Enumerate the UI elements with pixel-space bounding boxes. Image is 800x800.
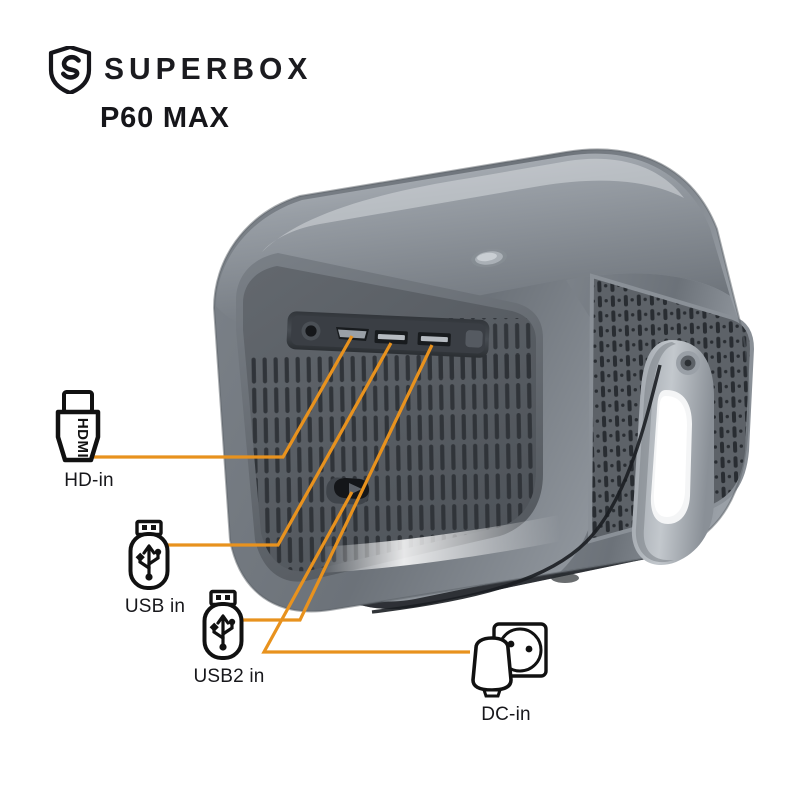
svg-text:HDMI: HDMI [74, 418, 91, 458]
usb-port-2 [417, 332, 451, 347]
callout-usb-in[interactable]: USB in [100, 518, 210, 618]
callout-label-dc-in: DC-in [481, 704, 531, 725]
usb-flash-drive-icon [128, 519, 170, 590]
pivot-screw [676, 351, 700, 375]
top-indicator-button[interactable] [470, 247, 508, 270]
callout-label-usb2-in: USB2 in [193, 666, 265, 687]
stand-arm [631, 340, 714, 565]
usb-flash-drive-icon [202, 589, 244, 660]
callout-hd-in[interactable]: HDMI HD-in [34, 388, 144, 492]
hdmi-port [336, 327, 369, 341]
brand-name: SUPERBOX [104, 52, 313, 87]
dc-inlet-port [326, 477, 370, 505]
callout-label-hd-in: HD-in [64, 470, 114, 491]
product-model: P60 MAX [100, 102, 230, 134]
hdmi-connector-icon: HDMI [55, 390, 101, 463]
power-plug-socket-icon [471, 622, 548, 698]
superbox-shield-s-logo-icon [48, 46, 92, 94]
audio-jack-port [301, 321, 321, 341]
callout-usb2-in[interactable]: USB2 in [170, 588, 288, 688]
callout-dc-in[interactable]: DC-in [438, 620, 574, 726]
callout-label-usb-in: USB in [124, 596, 186, 617]
brand-block: SUPERBOX P60 MAX [48, 46, 312, 133]
usb-port-1 [374, 330, 408, 345]
